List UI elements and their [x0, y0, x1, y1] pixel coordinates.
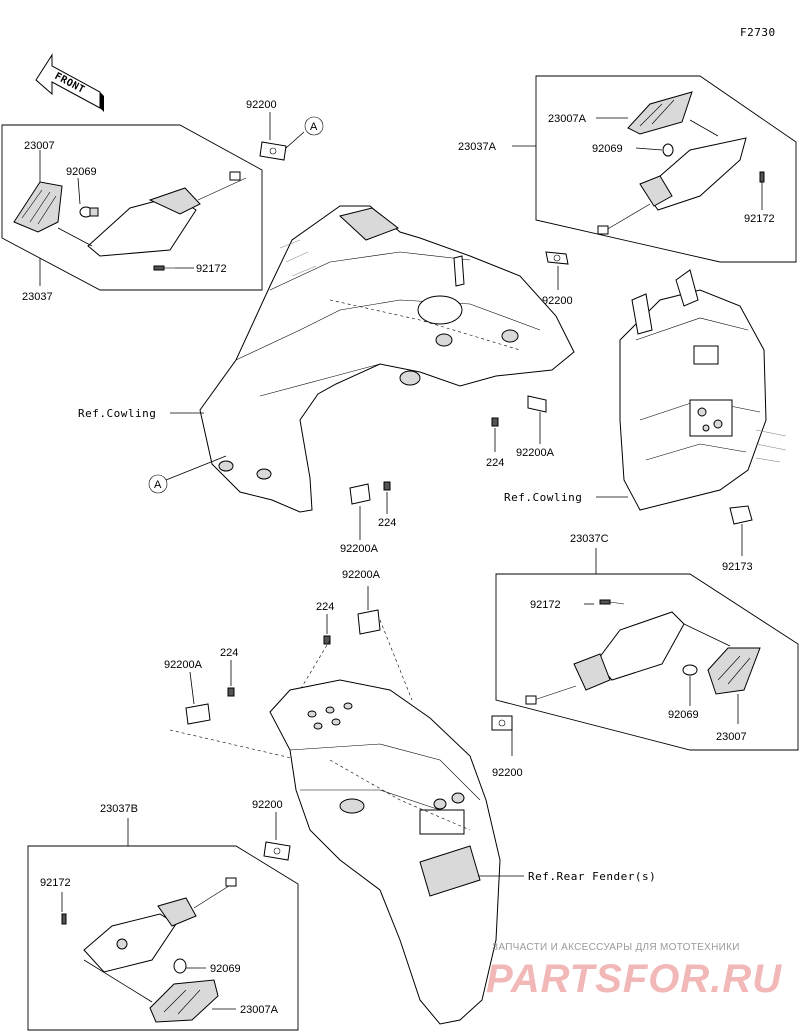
label-92172-bl: 92172	[40, 877, 71, 889]
clip-92200A-b-part	[349, 483, 371, 505]
bolt-224-c-part	[323, 635, 331, 645]
group-23037A: 23007A 23037A 92069 92172	[458, 75, 797, 263]
label-23037C: 23037C	[570, 533, 609, 545]
clip-92200A-a-part	[527, 395, 547, 413]
label-23037: 23037	[22, 291, 53, 303]
signal-housing-bl-part	[83, 877, 237, 973]
label-ref-rear-fender: Ref.Rear Fender(s)	[528, 870, 656, 883]
front-arrow-icon: FRONT	[35, 53, 104, 112]
bolt-224-b-part	[383, 481, 391, 491]
bulb-92069-r-part	[682, 664, 698, 676]
label-23007-r: 23007	[716, 731, 747, 743]
gasket-92200-top-part	[259, 141, 287, 161]
label-224-d: 224	[220, 647, 238, 659]
lens-23007-r-part	[707, 647, 761, 695]
label-23037A: 23037A	[458, 141, 497, 153]
callout-a-cowling-label: A	[154, 479, 162, 491]
signal-housing-part	[87, 171, 247, 257]
signal-housing-tr-part	[597, 137, 747, 235]
label-ref-cowling-left: Ref.Cowling	[78, 407, 156, 420]
label-224-a: 224	[486, 457, 504, 469]
bolt-224-a-part	[491, 417, 499, 427]
watermark-brand: PARTSFOR.RU	[486, 957, 782, 1001]
label-23007A-bl: 23007A	[240, 1004, 279, 1016]
gasket-92200-bl-part	[263, 841, 291, 861]
label-ref-cowling-right: Ref.Cowling	[504, 491, 582, 504]
bolt-224-d-part	[227, 687, 235, 697]
screw-92172-r-part	[599, 599, 625, 605]
label-92200-top: 92200	[246, 99, 277, 111]
watermark-tagline: ЗАПЧАСТИ И АКСЕССУАРЫ ДЛЯ МОТОТЕХНИКИ	[492, 942, 740, 953]
label-224-c: 224	[316, 601, 334, 613]
label-92200-r: 92200	[492, 767, 523, 779]
label-92200-mid: 92200	[542, 295, 573, 307]
signal-housing-r-part	[525, 611, 685, 705]
label-92172-top: 92172	[196, 263, 227, 275]
label-92172-tr: 92172	[744, 213, 775, 225]
group-23037: 23007 92069 92172 23037	[1, 124, 263, 303]
callout-a-top: A	[304, 116, 324, 136]
clip-92200A-c-part	[357, 609, 381, 635]
label-92200A-c: 92200A	[342, 569, 381, 581]
callout-a-top-label: A	[310, 121, 318, 133]
label-92069-r: 92069	[668, 709, 699, 721]
lens-23007A-bl-part	[149, 979, 219, 1023]
figure-code: F2730	[740, 26, 776, 39]
bulb-92069-part	[79, 206, 99, 218]
label-23007-top: 23007	[24, 140, 55, 152]
group-23037B: 92172 92069 23007A 23037B	[27, 803, 299, 1031]
label-92200A-d: 92200A	[164, 659, 203, 671]
label-92200-bl: 92200	[252, 799, 283, 811]
gasket-92200-mid-part	[545, 251, 569, 265]
label-92172-r: 92172	[530, 599, 561, 611]
front-cowling-part	[199, 205, 575, 513]
rear-fender-part	[269, 679, 501, 1025]
callout-a-cowling: A	[148, 474, 168, 494]
screw-92172-bl-part	[61, 913, 67, 925]
label-224-b: 224	[378, 517, 396, 529]
lens-23007A-part	[627, 91, 693, 135]
lens-23007-part	[13, 181, 63, 233]
label-92069-tr: 92069	[592, 143, 623, 155]
label-23037B: 23037B	[100, 803, 138, 815]
clip-92200A-d-part	[185, 703, 211, 725]
label-92173: 92173	[722, 561, 753, 573]
label-92069-top: 92069	[66, 166, 97, 178]
label-92200A-b: 92200A	[340, 543, 379, 555]
bulb-92069-tr-part	[662, 143, 674, 157]
group-23037C: 92172 92069 23007 23037C	[495, 533, 799, 751]
label-23007A-top: 23007A	[548, 113, 587, 125]
screw-92172-part	[153, 265, 175, 271]
label-92200A-a: 92200A	[516, 447, 555, 459]
label-92069-bl: 92069	[210, 963, 241, 975]
bulb-92069-bl-part	[173, 958, 187, 974]
subframe-part	[619, 269, 787, 525]
gasket-92200-r-part	[491, 715, 513, 731]
